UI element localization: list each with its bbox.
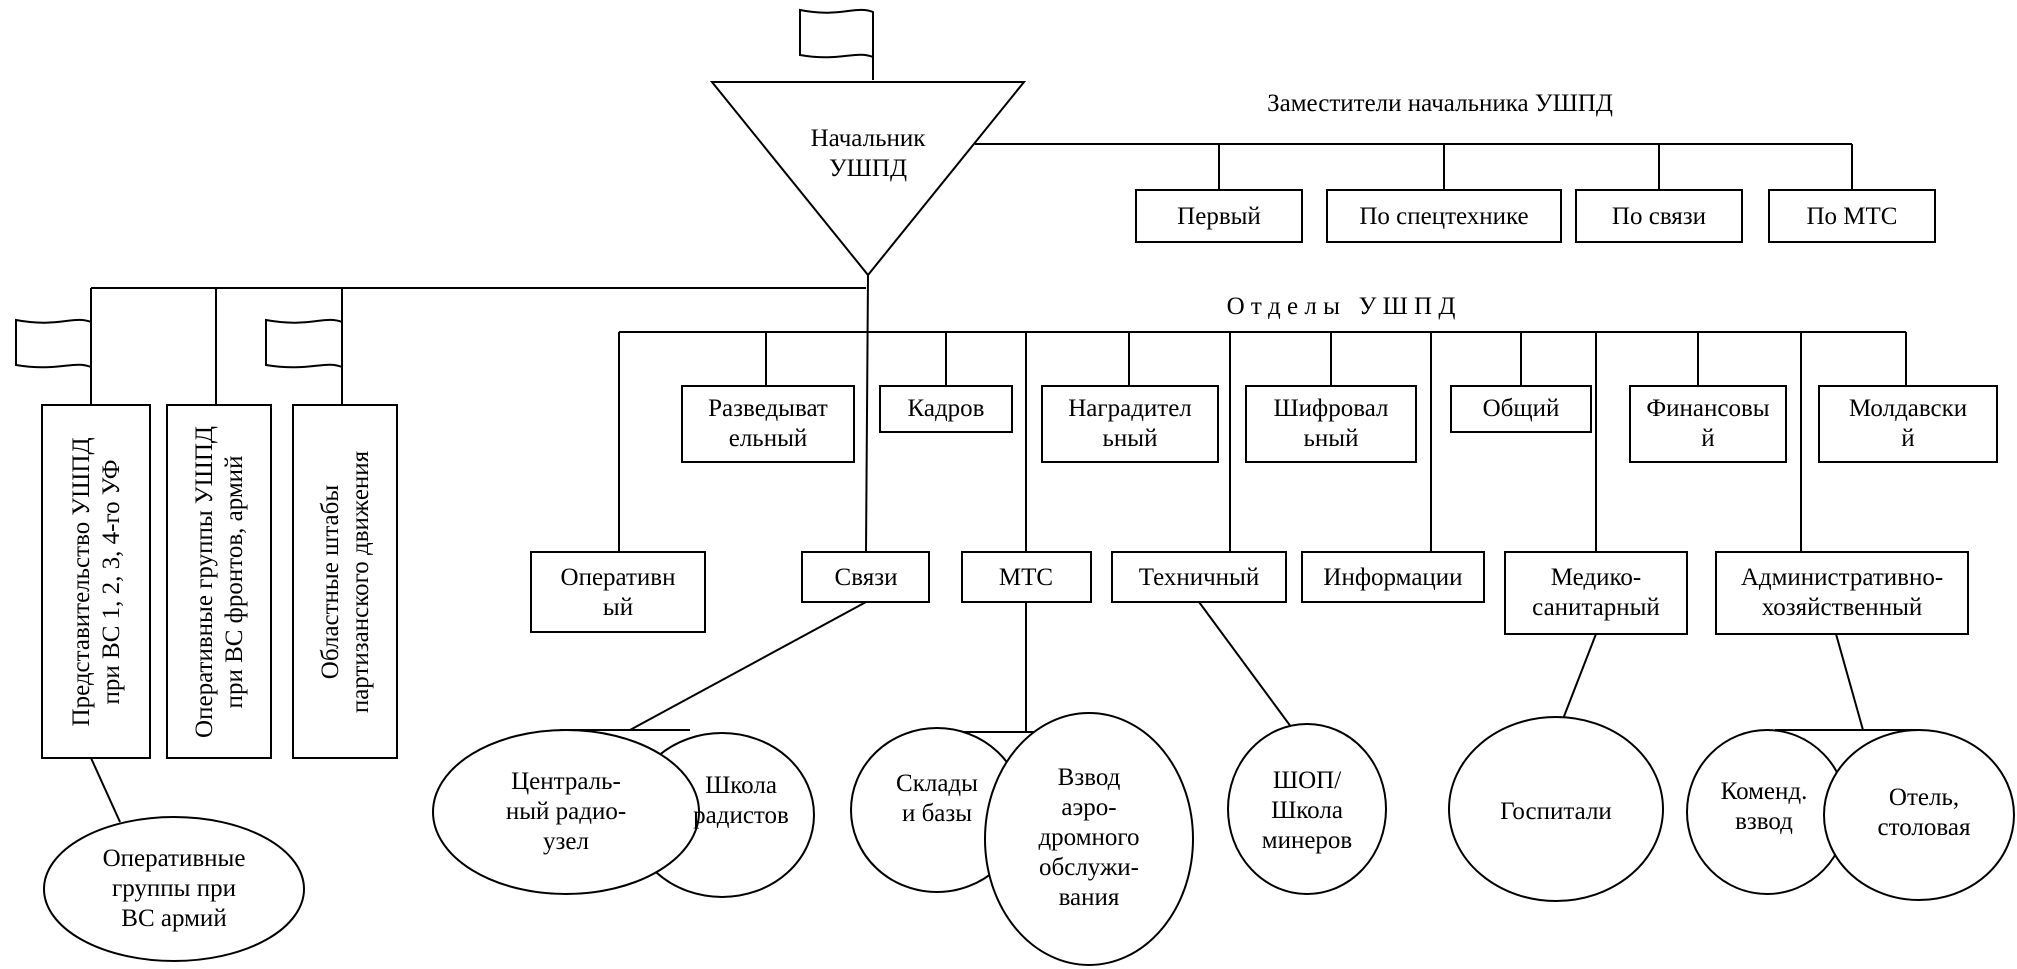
- deputy-box-label: По связи: [1612, 203, 1706, 230]
- flag-icon: [15, 318, 92, 369]
- department-lower-label: Техничный: [1139, 564, 1259, 591]
- deputy-box-label: По МТС: [1807, 203, 1898, 230]
- deputies-title: Заместители начальника УШПД: [1267, 90, 1613, 117]
- flag-icon: [799, 8, 874, 59]
- hospitals-label: Госпитали: [1500, 798, 1612, 825]
- department-lower-label: Связи: [835, 564, 898, 591]
- department-upper-label: Кадров: [908, 395, 985, 422]
- boxes: [41, 189, 1998, 759]
- departments-title: О т д е л ы У Ш П Д: [1227, 293, 1456, 320]
- commandant-platoon-label: Коменд.взвод: [1721, 778, 1808, 835]
- department-lower-label: Медико-санитарный: [1532, 564, 1660, 621]
- department-upper-label: Общий: [1483, 395, 1560, 422]
- ellipses: [43, 712, 2015, 966]
- department-lower-label: Административно-хозяйственный: [1741, 564, 1943, 621]
- department-lower-label: МТС: [999, 564, 1053, 591]
- hotel-canteen-label: Отель,столовая: [1878, 784, 1971, 841]
- connector-lines: [90, 12, 1920, 823]
- central-radio-label: Централь-ный радио-узел: [506, 768, 626, 855]
- flag-icons: [15, 8, 874, 369]
- deputy-box-label: Первый: [1177, 203, 1261, 230]
- department-lower-label: Информации: [1323, 564, 1462, 591]
- deputy-box-label: По спецтехнике: [1359, 203, 1528, 230]
- chief-triangle: [709, 81, 1027, 277]
- flag-icon: [265, 318, 343, 369]
